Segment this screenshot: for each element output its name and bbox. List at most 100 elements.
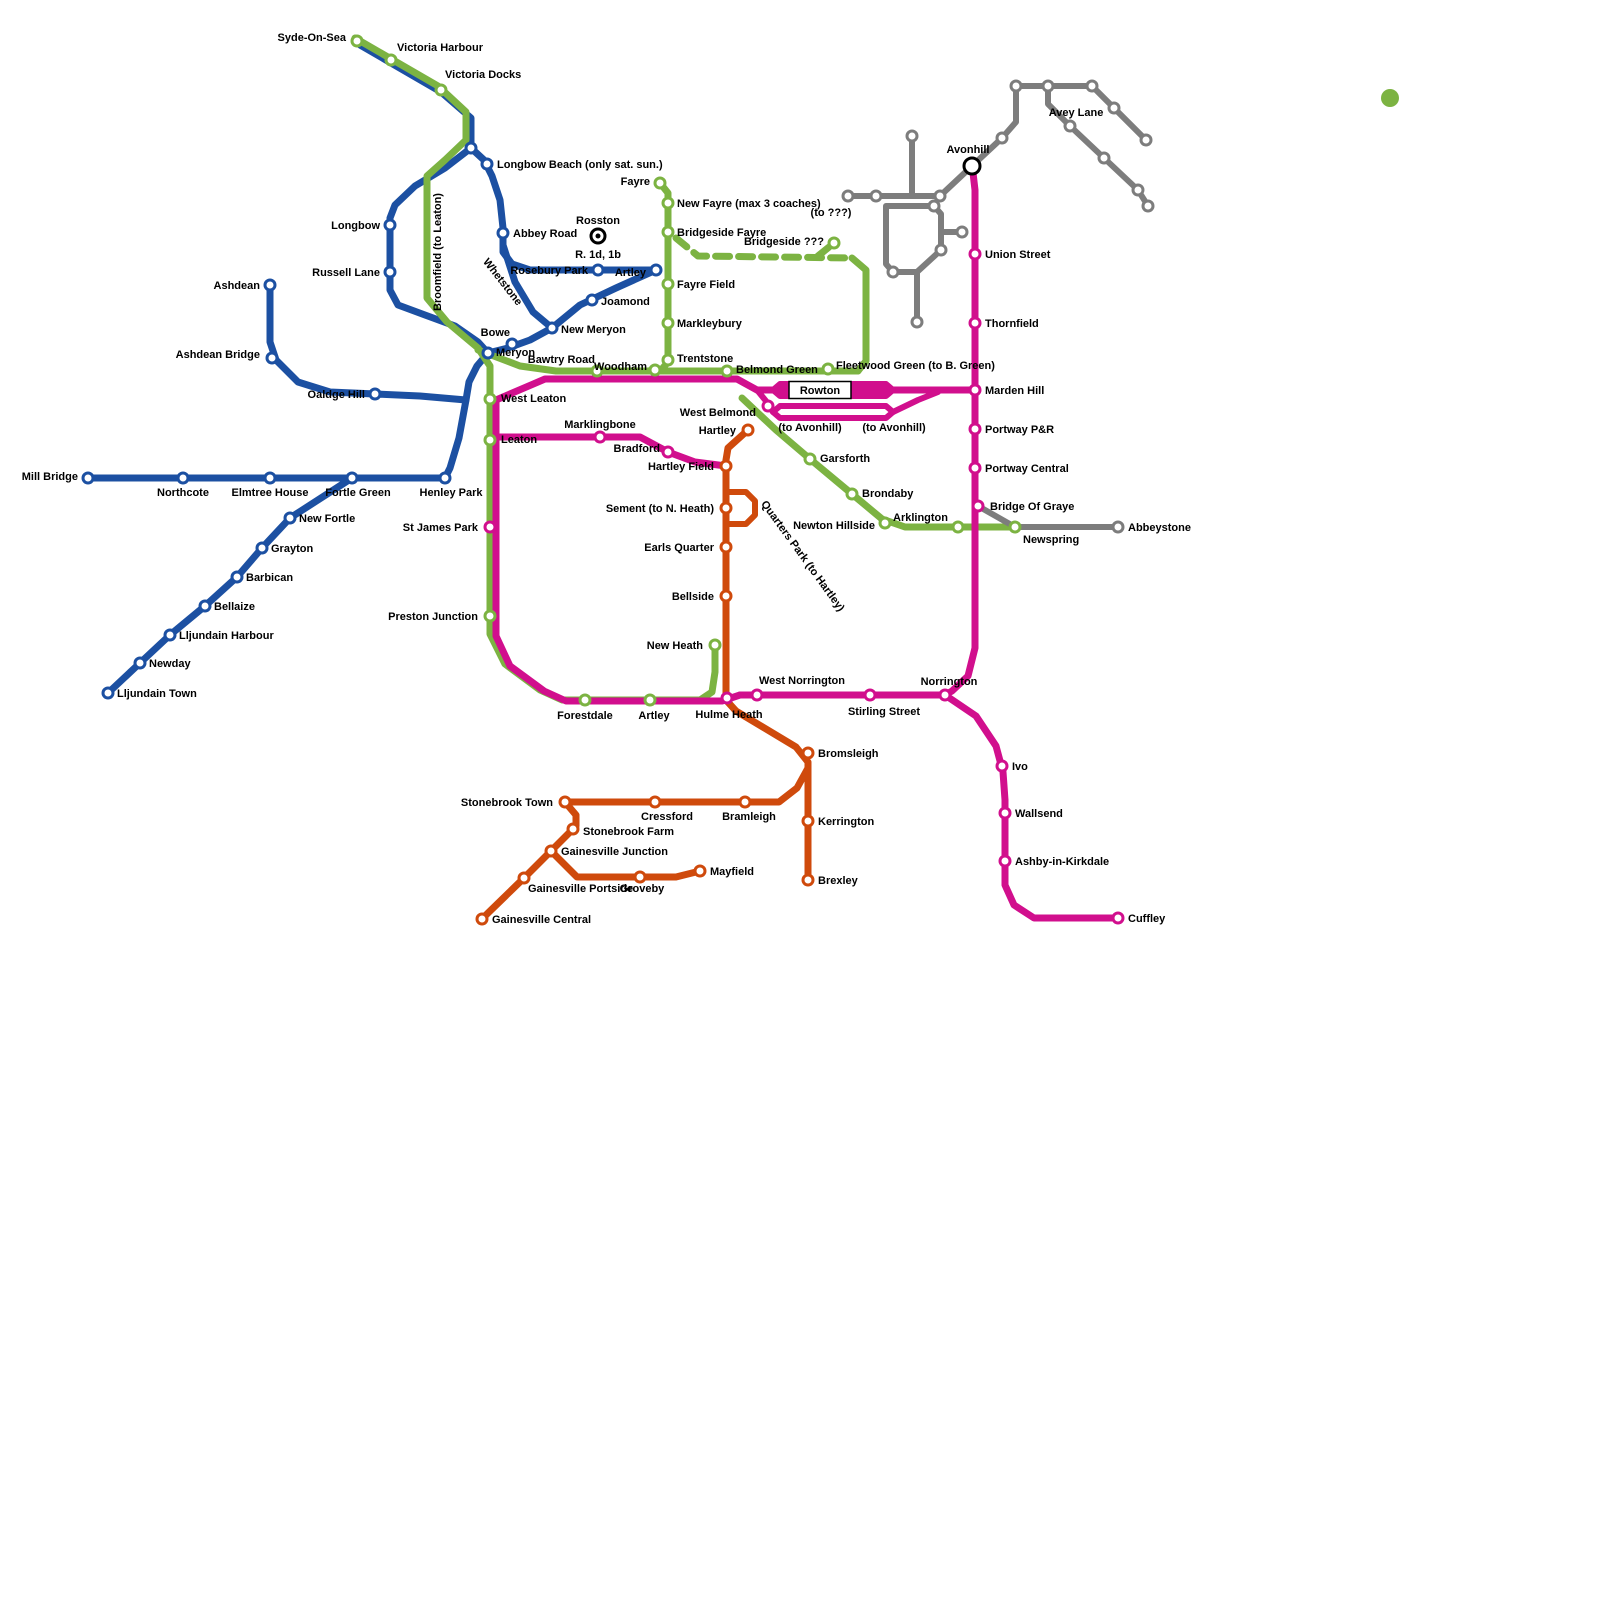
station-leaton[interactable] bbox=[483, 433, 497, 447]
station-sement-to-n-heath[interactable] bbox=[719, 501, 733, 515]
station-fayre[interactable] bbox=[653, 176, 667, 190]
station-mill-bridge[interactable] bbox=[81, 471, 95, 485]
station-garsforth[interactable] bbox=[803, 452, 817, 466]
station-lljundain-harbour[interactable] bbox=[163, 628, 177, 642]
station-thornfield[interactable] bbox=[968, 316, 982, 330]
station-meryon[interactable] bbox=[481, 346, 495, 360]
station-brondaby[interactable] bbox=[845, 487, 859, 501]
station-earls-quarter[interactable] bbox=[719, 540, 733, 554]
station-stonebrook-farm[interactable] bbox=[566, 822, 580, 836]
station-gainesville-portside[interactable] bbox=[517, 871, 531, 885]
station-joamond[interactable] bbox=[585, 293, 599, 307]
station-newday[interactable] bbox=[133, 656, 147, 670]
station-abbey-road[interactable] bbox=[496, 226, 510, 240]
station-bowe[interactable] bbox=[505, 337, 519, 351]
station-cuffley[interactable] bbox=[1111, 911, 1125, 925]
station-syde-on-sea[interactable] bbox=[350, 34, 364, 48]
station-cressford[interactable] bbox=[648, 795, 662, 809]
station-west-leaton[interactable] bbox=[483, 392, 497, 406]
station-victoria-harbour[interactable] bbox=[384, 53, 398, 67]
station-norrington[interactable] bbox=[938, 688, 952, 702]
station-st-james-park[interactable] bbox=[483, 520, 497, 534]
station-avey-lane[interactable] bbox=[1063, 119, 1077, 133]
station-avonhill[interactable] bbox=[962, 156, 982, 176]
station-new-meryon[interactable] bbox=[545, 321, 559, 335]
station-gainesville-junction[interactable] bbox=[544, 844, 558, 858]
station-groveby[interactable] bbox=[633, 870, 647, 884]
station-hartley-field[interactable] bbox=[719, 459, 733, 473]
station-fayre-field[interactable] bbox=[661, 277, 675, 291]
station-west-norrington[interactable] bbox=[750, 688, 764, 702]
station-bramleigh[interactable] bbox=[738, 795, 752, 809]
station-bellside[interactable] bbox=[719, 589, 733, 603]
station-ivo[interactable] bbox=[995, 759, 1009, 773]
station-rosebury-park[interactable] bbox=[591, 263, 605, 277]
station-mayfield[interactable] bbox=[693, 864, 707, 878]
station-portway-p-r[interactable] bbox=[968, 422, 982, 436]
station-elmtree-house[interactable] bbox=[263, 471, 277, 485]
station-artley[interactable] bbox=[643, 693, 657, 707]
station-woodham[interactable] bbox=[648, 363, 662, 377]
station-ashdean-bridge[interactable] bbox=[265, 351, 279, 365]
station-stirling-street[interactable] bbox=[863, 688, 877, 702]
station-grayton[interactable] bbox=[255, 541, 269, 555]
station-unnamed[interactable] bbox=[1009, 79, 1023, 93]
station-belmond-green[interactable] bbox=[720, 364, 734, 378]
station-artley[interactable] bbox=[649, 263, 663, 277]
station-unnamed[interactable] bbox=[934, 243, 948, 257]
station-unnamed[interactable] bbox=[933, 189, 947, 203]
station-ashby-in-kirkdale[interactable] bbox=[998, 854, 1012, 868]
station-unnamed[interactable] bbox=[464, 141, 478, 155]
station-unnamed[interactable] bbox=[1085, 79, 1099, 93]
station-markleybury[interactable] bbox=[661, 316, 675, 330]
station-bellaize[interactable] bbox=[198, 599, 212, 613]
station-victoria-docks[interactable] bbox=[434, 83, 448, 97]
station-newspring[interactable] bbox=[1008, 520, 1022, 534]
station-unnamed[interactable] bbox=[995, 131, 1009, 145]
station-ashdean[interactable] bbox=[263, 278, 277, 292]
station-fleetwood-green-to-b-green[interactable] bbox=[821, 362, 835, 376]
station-kerrington[interactable] bbox=[801, 814, 815, 828]
station-unnamed[interactable] bbox=[905, 129, 919, 143]
station-unnamed[interactable] bbox=[886, 265, 900, 279]
station-fortle-green[interactable] bbox=[345, 471, 359, 485]
station-hulme-heath[interactable] bbox=[720, 691, 734, 705]
station-unnamed[interactable] bbox=[1097, 151, 1111, 165]
station-bridge-of-graye[interactable] bbox=[971, 499, 985, 513]
station-unnamed[interactable] bbox=[927, 199, 941, 213]
station-unnamed[interactable] bbox=[910, 315, 924, 329]
station-brexley[interactable] bbox=[801, 873, 815, 887]
station-unnamed[interactable] bbox=[841, 189, 855, 203]
station-trentstone[interactable] bbox=[661, 353, 675, 367]
station-gainesville-central[interactable] bbox=[475, 912, 489, 926]
station-portway-central[interactable] bbox=[968, 461, 982, 475]
station-barbican[interactable] bbox=[230, 570, 244, 584]
station-unnamed[interactable] bbox=[869, 189, 883, 203]
station-hartley[interactable] bbox=[741, 423, 755, 437]
station-unnamed[interactable] bbox=[1041, 79, 1055, 93]
station-bromsleigh[interactable] bbox=[801, 746, 815, 760]
station-marden-hill[interactable] bbox=[968, 383, 982, 397]
station-unnamed[interactable] bbox=[1141, 199, 1155, 213]
station-unnamed[interactable] bbox=[1131, 183, 1145, 197]
station-arklington[interactable] bbox=[951, 520, 965, 534]
station-bridgeside[interactable] bbox=[827, 236, 841, 250]
station-lljundain-town[interactable] bbox=[101, 686, 115, 700]
station-marklingbone[interactable] bbox=[593, 430, 607, 444]
station-abbeystone[interactable] bbox=[1111, 520, 1125, 534]
station-unnamed[interactable] bbox=[955, 225, 969, 239]
station-stonebrook-town[interactable] bbox=[558, 795, 572, 809]
station-oaldge-hill[interactable] bbox=[368, 387, 382, 401]
station-bawtry-road[interactable] bbox=[590, 364, 604, 378]
station-unnamed[interactable] bbox=[1139, 133, 1153, 147]
station-bradford[interactable] bbox=[661, 445, 675, 459]
station-unnamed[interactable] bbox=[1107, 101, 1121, 115]
station-new-fortle[interactable] bbox=[283, 511, 297, 525]
station-preston-junction[interactable] bbox=[483, 609, 497, 623]
station-newton-hillside[interactable] bbox=[878, 516, 892, 530]
station-northcote[interactable] bbox=[176, 471, 190, 485]
station-union-street[interactable] bbox=[968, 247, 982, 261]
station-bridgeside-fayre[interactable] bbox=[661, 225, 675, 239]
station-wallsend[interactable] bbox=[998, 806, 1012, 820]
station-longbow-beach-only-sat-sun[interactable] bbox=[480, 157, 494, 171]
